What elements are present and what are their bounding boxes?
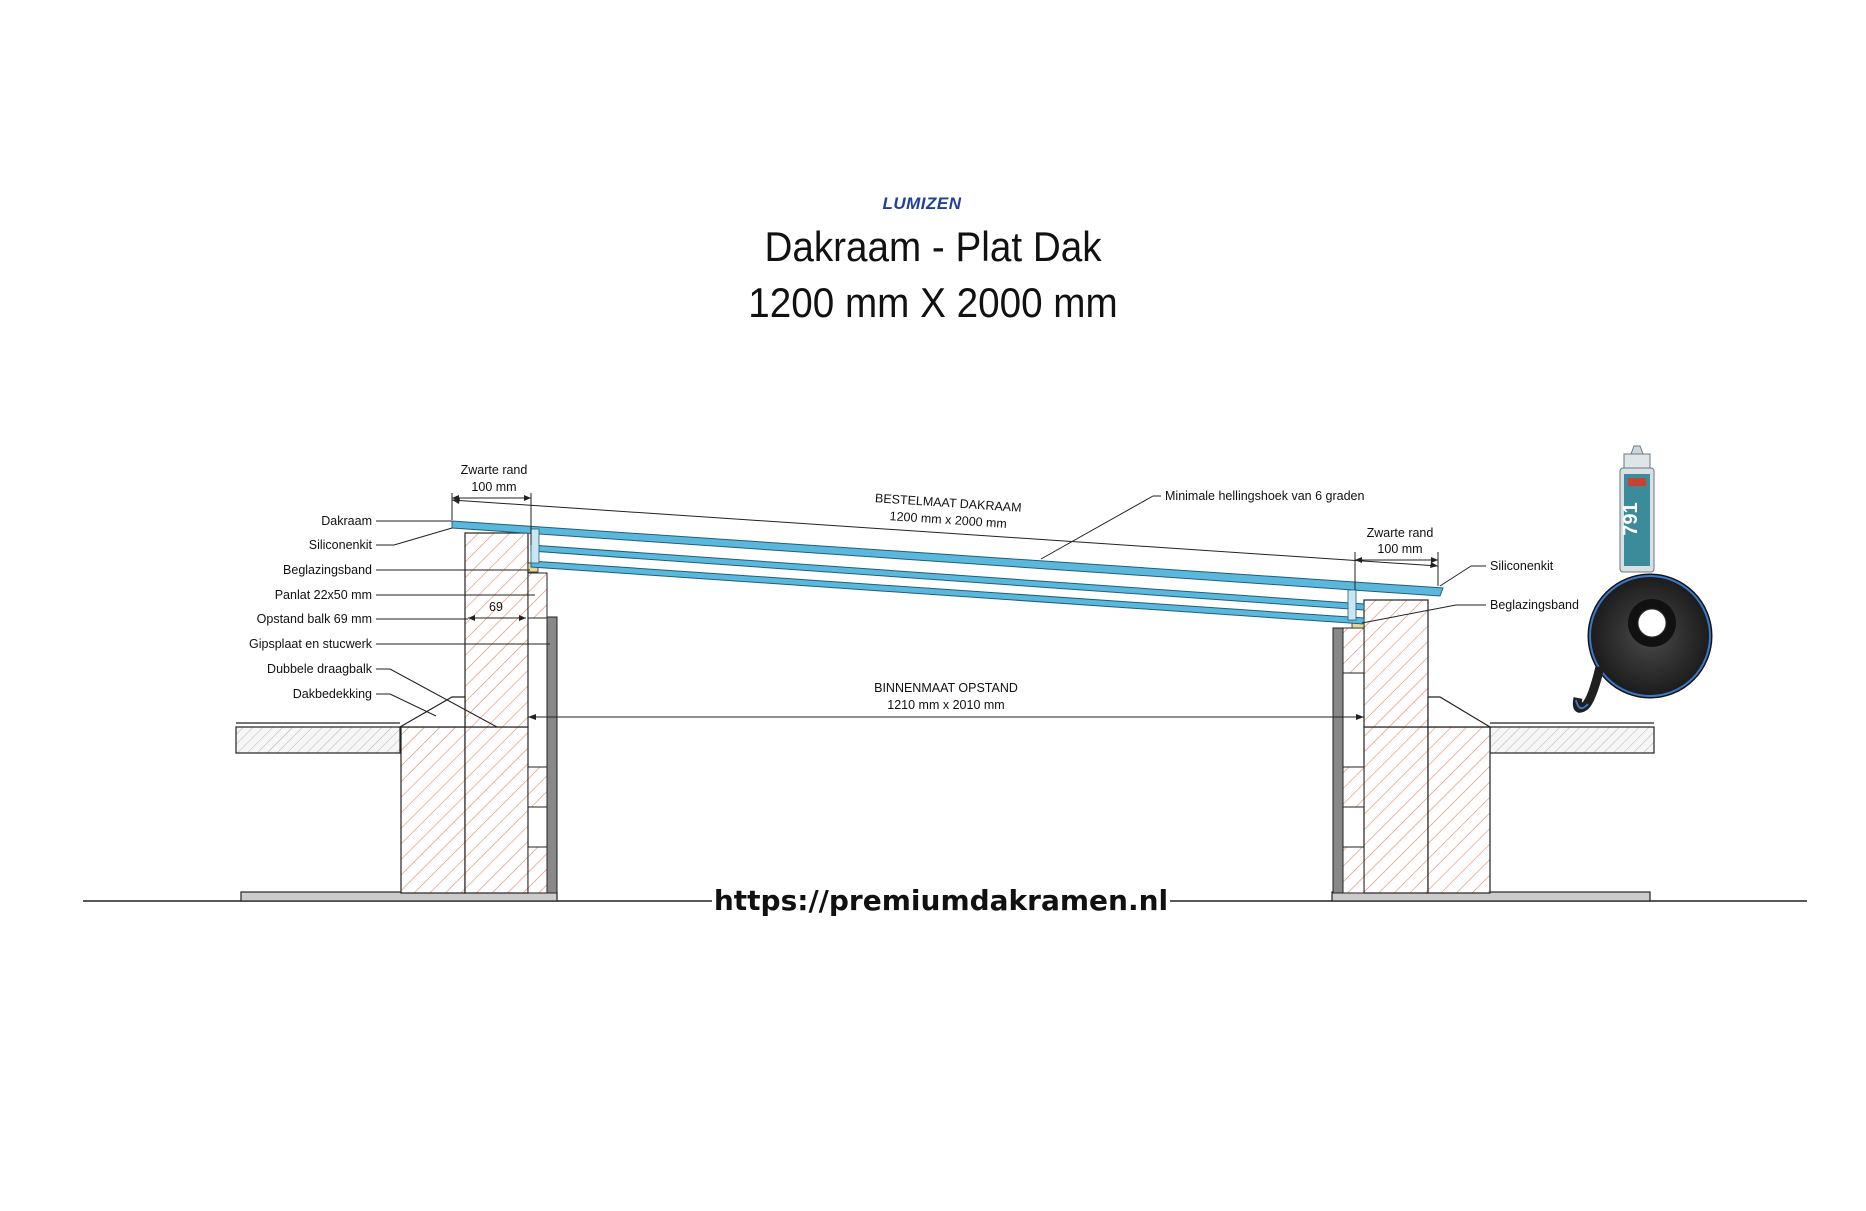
dim-binnenmaat: BINNENMAAT OPSTAND 1210 mm x 2010 mm <box>528 681 1364 720</box>
left-dakbedekking <box>397 696 466 728</box>
right-opstand-balk <box>1363 599 1429 728</box>
right-floor-slab <box>1331 891 1651 902</box>
helling-callout: Minimale hellingshoek van 6 graden <box>1040 489 1364 560</box>
zwarte-rand-left-title: Zwarte rand <box>461 463 528 477</box>
label-gipsplaat: Gipsplaat en stucwerk <box>249 637 373 651</box>
left-dubbele-draagbalk-outer <box>400 726 466 894</box>
left-frame-profile <box>530 528 540 564</box>
right-dubbele-draagbalk-outer <box>1427 726 1491 894</box>
left-gipsplaat <box>546 616 558 894</box>
right-panlat-mid <box>1342 766 1365 808</box>
left-panlat-mid <box>527 766 548 808</box>
label-beglazingsband-right: Beglazingsband <box>1490 598 1579 612</box>
dim-zwarte-rand-left: Zwarte rand 100 mm <box>451 463 532 545</box>
dim-opstand-69: 69 <box>468 600 526 621</box>
label-dakraam: Dakraam <box>321 514 372 528</box>
right-labels: Siliconenkit Beglazingsband <box>1361 559 1579 624</box>
left-panlat-low <box>527 846 548 894</box>
tube-label: 791 <box>1620 502 1642 535</box>
left-opstand-balk <box>464 532 529 728</box>
page-subtitle: 1200 mm X 2000 mm <box>748 279 1118 326</box>
right-dubbele-draagbalk-inner <box>1363 726 1429 894</box>
binnenmaat-title: BINNENMAAT OPSTAND <box>874 681 1018 695</box>
left-dubbele-draagbalk-inner <box>464 726 529 894</box>
label-dubbele-draagbalk: Dubbele draagbalk <box>267 662 373 676</box>
skylight-dakraam <box>451 520 1444 625</box>
left-roof-deck <box>235 726 401 754</box>
binnenmaat-value: 1210 mm x 2010 mm <box>887 698 1004 712</box>
skylight-bottom-pane <box>530 560 1365 625</box>
left-floor-slab <box>240 891 558 902</box>
label-opstand-balk: Opstand balk 69 mm <box>257 612 372 626</box>
glazing-tape-image <box>1572 573 1713 713</box>
footer-url: https://premiumdakramen.nl <box>714 884 1168 917</box>
right-gipsplaat <box>1332 627 1344 894</box>
left-upstand <box>397 532 558 894</box>
zwarte-rand-right-title: Zwarte rand <box>1367 526 1434 540</box>
skylight-top-pane <box>451 520 1444 597</box>
right-upstand <box>1332 599 1493 894</box>
right-panlat-low <box>1342 846 1365 894</box>
right-dakbedekking <box>1427 696 1493 728</box>
zwarte-rand-left-value: 100 mm <box>471 480 516 494</box>
silicone-tube-image: 791 <box>1619 445 1655 573</box>
label-siliconenkit-left: Siliconenkit <box>309 538 373 552</box>
label-dakbedekking: Dakbedekking <box>293 687 372 701</box>
page-title: Dakraam - Plat Dak <box>764 223 1102 270</box>
brand-logo: LUMIZEN <box>882 194 962 213</box>
label-beglazingsband-left: Beglazingsband <box>283 563 372 577</box>
helling-label: Minimale hellingshoek van 6 graden <box>1165 489 1364 503</box>
right-frame-profile <box>1347 589 1357 621</box>
right-roof-deck <box>1489 726 1655 754</box>
left-labels: Dakraam Siliconenkit Beglazingsband Panl… <box>249 514 550 728</box>
label-panlat: Panlat 22x50 mm <box>275 588 372 602</box>
zwarte-rand-right-value: 100 mm <box>1377 542 1422 556</box>
opstand-width-label: 69 <box>489 600 503 614</box>
right-panlat-upper <box>1342 627 1365 674</box>
dim-zwarte-rand-right: Zwarte rand 100 mm <box>1354 526 1439 590</box>
label-siliconenkit-right: Siliconenkit <box>1490 559 1554 573</box>
